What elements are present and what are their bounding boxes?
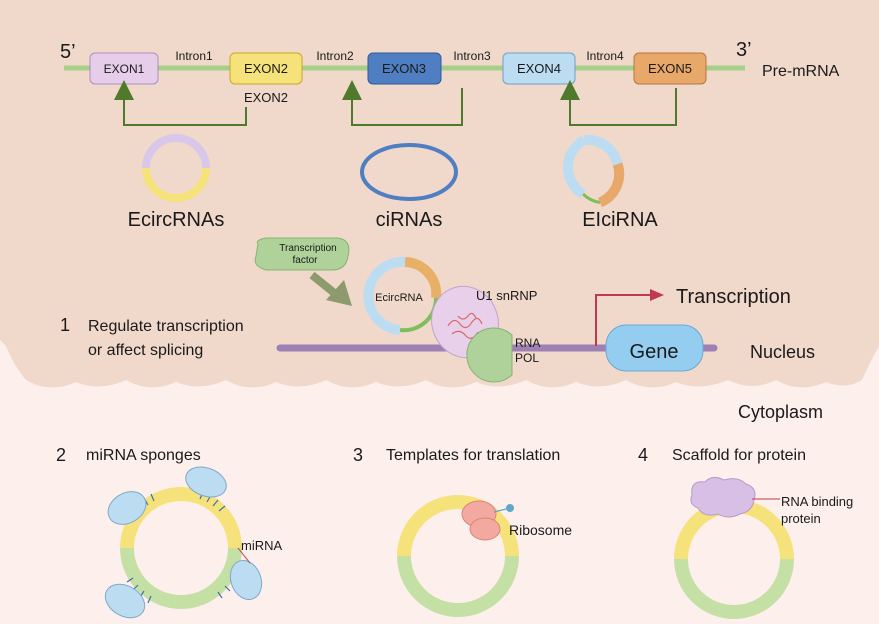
elcirna-circle xyxy=(562,134,625,208)
peptide-dot xyxy=(506,504,514,512)
pre-mrna-label: Pre-mRNA xyxy=(762,63,840,80)
exon3-box xyxy=(367,52,442,85)
rna-pol-blob xyxy=(466,327,513,383)
translation-circrna xyxy=(397,495,519,617)
three-prime-label: 3’ xyxy=(736,39,752,61)
mirna-1 xyxy=(107,491,147,525)
intron1-label: Intron1 xyxy=(175,49,213,63)
exon4-label: EXON4 xyxy=(517,61,561,76)
exon1-label: EXON1 xyxy=(104,62,145,76)
gene-box xyxy=(605,324,704,372)
exon2-sublabel: EXON2 xyxy=(244,90,288,105)
gene-label: Gene xyxy=(630,341,679,363)
protein-label-2: protein xyxy=(781,511,821,526)
ribosome-small-subunit xyxy=(469,517,501,541)
cirna-circle xyxy=(360,143,458,201)
exon5-box xyxy=(633,52,707,85)
ecircrnas-label: EcircRNAs xyxy=(128,209,225,231)
mirna-4 xyxy=(229,560,263,600)
mirna-pointer xyxy=(237,547,251,564)
ribosome-label: Ribosome xyxy=(509,522,572,538)
five-prime-label: 5’ xyxy=(60,41,76,63)
cytoplasm-label: Cytoplasm xyxy=(738,402,823,422)
rna-pol-label-1: RNA xyxy=(515,336,540,350)
exon2-box xyxy=(229,52,303,85)
exon4-box xyxy=(502,52,576,85)
transcription-arrow-head xyxy=(650,289,664,301)
rna-binding-protein-blob xyxy=(690,476,756,518)
mirna-3 xyxy=(104,583,146,619)
backsplice-arrow-ci xyxy=(342,80,463,126)
tf-arrow-head xyxy=(326,280,352,306)
exon2-label: EXON2 xyxy=(244,61,288,76)
transcription-arrow xyxy=(595,294,650,346)
item4-title: Scaffold for protein xyxy=(672,447,806,464)
transcription-factor-line2: factor xyxy=(292,255,318,266)
exon3-label: EXON3 xyxy=(382,61,426,76)
mechanism1-line1: Regulate transcription xyxy=(88,318,244,335)
rna-pol-label-2: POL xyxy=(515,351,539,365)
item3-title: Templates for translation xyxy=(386,447,560,464)
mirna-label: miRNA xyxy=(241,538,282,553)
intron2-label: Intron2 xyxy=(316,49,354,63)
ecircrna-circle xyxy=(142,134,210,202)
nucleus-label: Nucleus xyxy=(750,342,815,362)
exon5-label: EXON5 xyxy=(648,61,692,76)
intron4-label: Intron4 xyxy=(586,49,624,63)
mirna-2 xyxy=(185,466,227,498)
peptide-link xyxy=(493,508,507,513)
protein-label-1: RNA binding xyxy=(781,494,853,509)
transcription-factor xyxy=(254,237,350,271)
item4-number: 4 xyxy=(638,445,648,465)
cirnas-label: ciRNAs xyxy=(376,209,443,231)
ecircrna-bound-label: EcircRNA xyxy=(375,292,423,304)
item3-number: 3 xyxy=(353,445,363,465)
u1-snrnp-label: U1 snRNP xyxy=(476,288,537,303)
backsplice-arrow-elci xyxy=(560,80,677,126)
elcirna-label: EIciRNA xyxy=(582,209,658,231)
intron3-label: Intron3 xyxy=(453,49,491,63)
transcription-factor-line1: Transcription xyxy=(279,243,336,254)
item2-title: miRNA sponges xyxy=(86,447,201,464)
mechanism1-line2: or affect splicing xyxy=(88,342,203,359)
backsplice-arrow-ecirc xyxy=(114,80,247,126)
transcription-label: Transcription xyxy=(676,286,791,308)
sponge-circrna xyxy=(120,487,242,609)
mechanism1-number: 1 xyxy=(60,315,70,335)
item2-number: 2 xyxy=(56,445,66,465)
